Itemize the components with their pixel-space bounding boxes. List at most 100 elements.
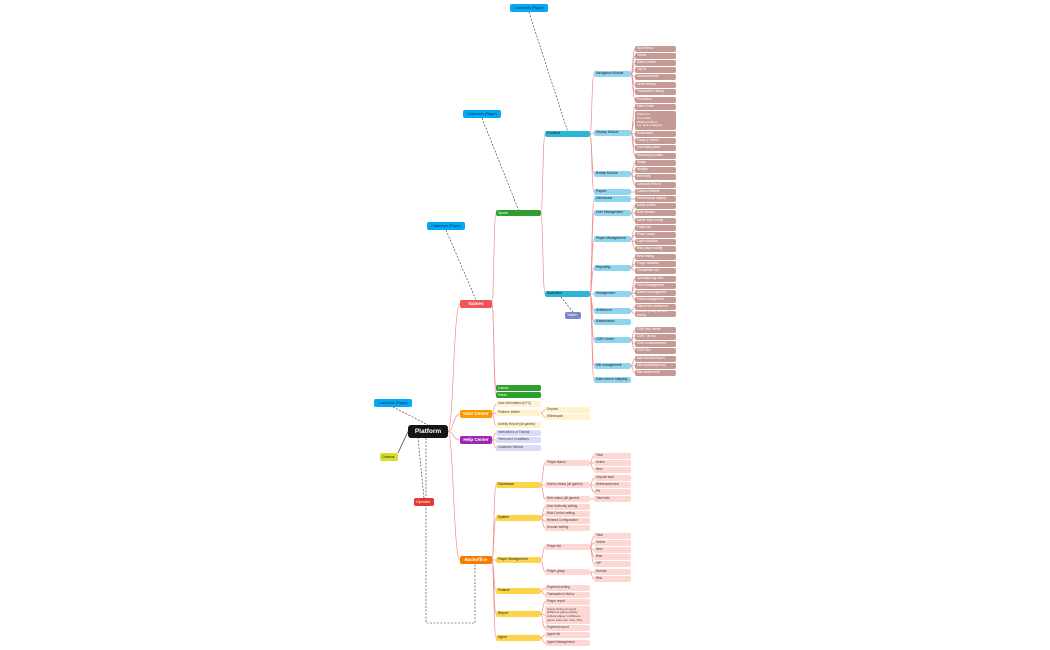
link-b_player_mgmt-bpm_player_group	[540, 559, 546, 573]
link-games-poker	[491, 303, 497, 396]
node-poker: Poker	[496, 392, 541, 398]
node-bo-management: Management	[594, 291, 631, 297]
node-trader: Trader	[565, 312, 581, 319]
node-customer-games: Customers (Player)	[427, 222, 465, 230]
link-betslip_module-bet_4	[630, 173, 636, 186]
node-rep-2: Player statistics	[635, 261, 676, 267]
node-customer-top: Customers (Player)	[510, 4, 548, 12]
node-bo-mkt-mgmt: Mkt management	[594, 363, 631, 369]
link-frontend-payout	[589, 133, 595, 193]
node-pg-1: Normal	[594, 569, 631, 575]
node-rep-3: Competition list	[635, 268, 676, 274]
dashed-customer-sports	[481, 117, 519, 211]
link-display_module-disp_2	[630, 120, 636, 134]
node-bo-cms-center: CMS Center	[594, 337, 631, 343]
node-b-system: System	[496, 515, 541, 521]
node-sys-2: Risk Control setting	[545, 511, 590, 517]
link-b_report-rpt_3	[540, 613, 546, 629]
node-mg-2: Price management	[635, 283, 676, 289]
link-b_player_mgmt-bpm_player_list	[540, 546, 546, 561]
node-bet-4: Calculate Return	[635, 182, 676, 188]
node-bo-dashboard: Dashboard	[594, 196, 631, 202]
node-hc-1: Instructions or Tutorial	[496, 430, 541, 436]
node-mg-1: Operation log view	[635, 276, 676, 282]
link-root-games	[447, 303, 461, 432]
node-nav-1: Sport Menu	[635, 46, 676, 52]
node-ps-1: Total	[594, 453, 631, 459]
link-navigation_module-nav_8	[630, 73, 636, 101]
node-ps-2: Active	[594, 460, 631, 466]
link-root-user_center	[447, 413, 461, 432]
node-casino: Casino	[496, 385, 541, 391]
node-d-money-status: Money status (all games)	[545, 482, 590, 488]
node-bo-maintenance: Maintenance	[594, 319, 631, 325]
node-pl-4: Risk	[594, 554, 631, 560]
node-fin-2: Transaction History	[545, 592, 590, 598]
node-ms-2: Withdrawal total	[594, 482, 631, 488]
node-customer-sports: Customers (Player)	[463, 110, 501, 118]
node-pl-1: Total	[594, 533, 631, 539]
link-frontend-navigation_module	[589, 73, 595, 135]
node-mg-4: Odds management	[635, 297, 676, 303]
node-disp-1: Match Table	[635, 104, 676, 110]
node-hc-3: Customer Service	[496, 445, 541, 451]
node-wallet-1: Deposit	[545, 407, 590, 413]
node-cms-3: CMS Announcement	[635, 341, 676, 347]
node-games: Games	[460, 300, 492, 308]
node-ps-3: New	[594, 467, 631, 473]
node-bet-1: Single	[635, 160, 676, 166]
node-b-agent: Agent	[496, 635, 541, 641]
node-rpt-2: Game history & report (Different game ac…	[545, 606, 590, 624]
node-b-dashboard: Dashboard	[496, 482, 541, 488]
node-mkt-2: Mkt report(day/hour)	[635, 363, 676, 369]
node-operator: Operator	[414, 498, 434, 506]
node-sports: Sports	[496, 210, 541, 216]
link-uc_2-wallet_2	[540, 412, 546, 418]
link-sports-frontend	[540, 133, 546, 214]
node-pm-4: Risk player config	[635, 246, 676, 252]
node-b-player-mgmt: Player Management	[496, 557, 541, 563]
link-b_agent-ag_2	[540, 637, 546, 644]
node-pl-2: Online	[594, 540, 631, 546]
node-pg-2: Risk	[594, 576, 631, 582]
node-root: Platform	[408, 425, 448, 438]
link-b_dashboard-d_bets_status	[540, 484, 546, 500]
node-pm-3: Login statistics	[635, 239, 676, 245]
link-backoffice-b_agent	[491, 559, 497, 639]
node-user-center: User Center	[460, 410, 492, 418]
link-games-sports	[491, 212, 497, 305]
node-sys-3: Related Configuration	[545, 518, 590, 524]
node-nav-7: Transaction History	[635, 89, 676, 95]
node-disp-4: Fancy & Result	[635, 138, 676, 144]
link-sports_backoffice-bo_data_source	[589, 293, 595, 381]
node-bpm-player-group: Player group	[545, 569, 590, 575]
node-ag-1: Agent list	[545, 632, 590, 638]
node-bpm-player-list: Player list	[545, 544, 590, 550]
node-backoffice: Backoffice	[460, 556, 492, 564]
node-bo-user-mgmt: User Management	[594, 210, 631, 216]
node-pl-3: New	[594, 547, 631, 553]
node-disp-3: Bookmaker	[635, 131, 676, 137]
node-b-finance: Finance	[496, 588, 541, 594]
link-bpm_player_list-pl_5	[589, 546, 595, 565]
node-pl-5: VIP	[594, 561, 631, 567]
node-st-2: Cancel (Void) Bet list config	[635, 311, 676, 317]
dashed-customer-root	[392, 406, 429, 426]
node-ms-1: Deposit total	[594, 475, 631, 481]
link-bo_mkt_mgmt-mkt_3	[630, 365, 636, 374]
node-pm-2: Player group	[635, 232, 676, 238]
node-customer-root: Customers (Player)	[374, 399, 412, 407]
link-root-help_center	[447, 431, 461, 441]
node-disp-6: Streaming module	[635, 153, 676, 159]
link-bo_reporting-rep_3	[630, 267, 636, 272]
node-mg-3: Market management	[635, 290, 676, 296]
node-bo-reporting: Reporting	[594, 265, 631, 271]
node-disp-2: Match list Pre-match (Different filters …	[635, 111, 676, 130]
node-hc-2: Terms and Conditions	[496, 437, 541, 443]
node-b-report: Report	[496, 611, 541, 617]
node-help-center: Help Center	[460, 436, 492, 444]
link-user_center-uc_3	[491, 413, 497, 426]
node-d-player-status: Player status	[545, 460, 590, 466]
node-sports-backoffice: Backoffice	[545, 291, 590, 297]
